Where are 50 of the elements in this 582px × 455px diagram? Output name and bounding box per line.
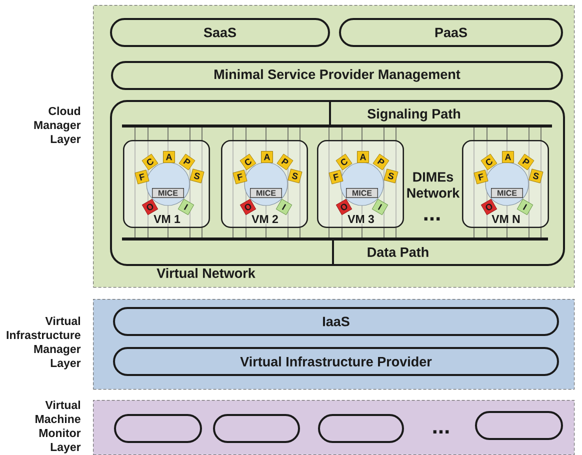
layer-label: Virtual Infrastructure Manager Layer <box>6 316 81 370</box>
network-label: DIMEs Network <box>407 172 460 198</box>
core-box: MICE <box>346 188 378 198</box>
core-box: MICE <box>250 188 282 198</box>
rounded-box: SaaS <box>110 18 330 47</box>
letter-tile: S <box>528 168 544 184</box>
letter-tile: A <box>357 151 369 163</box>
layer-label: Virtual Machine Monitor Layer <box>36 400 81 454</box>
rounded-box: Virtual Infrastructure Provider <box>113 347 559 376</box>
rounded-box: PaaS <box>339 18 563 47</box>
letter-tile: O <box>142 198 158 216</box>
letter-tile: O <box>480 198 498 216</box>
letter-tile: F <box>328 170 344 184</box>
letter-tile: F <box>474 170 488 184</box>
rounded-box <box>475 411 563 440</box>
letter-tile: C <box>336 154 352 170</box>
path-label: Signaling Path <box>368 108 460 122</box>
letter-tile: I <box>516 198 534 216</box>
letter-tile: O <box>336 198 352 216</box>
letter-tile: P <box>178 154 196 170</box>
letter-tile: I <box>372 198 388 216</box>
letter-tile: A <box>502 151 514 163</box>
letter-tile: S <box>384 168 398 184</box>
letter-tile: F <box>232 170 248 184</box>
letter-tile: S <box>190 168 204 184</box>
core-box: MICE <box>491 188 523 198</box>
rounded-box <box>318 414 404 443</box>
rounded-box <box>114 414 202 443</box>
core-box: MICE <box>152 188 184 198</box>
letter-tile: C <box>240 154 256 170</box>
ellipsis: ... <box>424 217 440 220</box>
rounded-box: IaaS <box>113 307 559 336</box>
letter-tile: I <box>178 198 194 216</box>
rounded-box: Minimal Service Provider Management <box>111 61 563 90</box>
network-title: Virtual Network <box>156 268 256 278</box>
ellipsis: ... <box>433 430 449 434</box>
path-label: Data Path <box>368 247 428 257</box>
letter-tile: O <box>240 198 256 216</box>
letter-tile: A <box>163 151 175 163</box>
letter-tile: F <box>134 170 150 184</box>
letter-tile: C <box>480 154 498 170</box>
letter-tile: P <box>518 154 534 170</box>
layer-label: Cloud Manager Layer <box>34 106 81 146</box>
letter-tile: S <box>288 168 302 184</box>
letter-tile: A <box>261 151 273 163</box>
rounded-box <box>213 414 300 443</box>
letter-tile: C <box>142 154 158 170</box>
letter-tile: I <box>276 198 292 216</box>
letter-tile: P <box>276 154 294 170</box>
letter-tile: P <box>372 154 390 170</box>
